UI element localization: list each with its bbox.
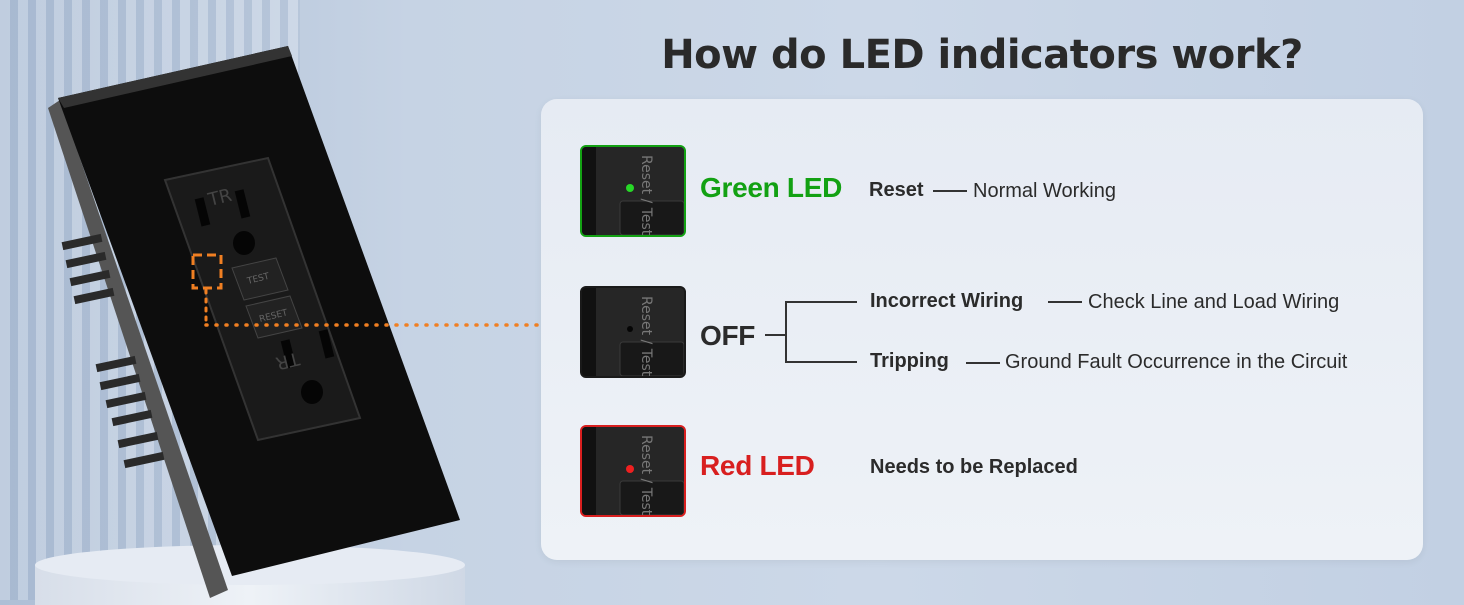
- off-led-thumbnail: Reset / Test: [580, 286, 686, 378]
- off-label: OFF: [700, 320, 756, 351]
- green-led-label: Green LED: [700, 172, 843, 203]
- mounting-fins: [61, 233, 165, 469]
- incorrect-wiring-status: Incorrect Wiring: [870, 290, 1024, 312]
- needs-replaced-text: Needs to be Replaced: [870, 456, 1078, 478]
- thumb-label: Reset / Test: [638, 155, 654, 235]
- branch-bottom: [785, 361, 857, 363]
- page-title: How do LED indicators work?: [661, 32, 1303, 78]
- reset-button: [245, 295, 303, 339]
- wall-plate-edge: [48, 100, 228, 598]
- dash: [966, 362, 1000, 364]
- red-led-label: Red LED: [700, 450, 815, 481]
- off-led-dot: [627, 326, 633, 332]
- green-led-dot: [626, 184, 634, 192]
- reset-status: Reset: [869, 179, 924, 201]
- red-led-dot: [626, 465, 634, 473]
- ground-fault-text: Ground Fault Occurrence in the Circuit: [1005, 351, 1348, 373]
- tripping-status: Tripping: [870, 350, 949, 372]
- branch-stem: [765, 334, 785, 336]
- led-highlight-box: [191, 253, 223, 290]
- dash: [933, 190, 967, 192]
- branch-vertical: [785, 301, 787, 363]
- branch-top: [785, 301, 857, 303]
- test-button: [231, 257, 289, 301]
- wall-plate-highlight: [58, 46, 292, 108]
- check-wiring-text: Check Line and Load Wiring: [1088, 291, 1340, 313]
- green-led-thumbnail: Reset / Test: [580, 145, 686, 237]
- top-outlet-slots: [194, 189, 335, 404]
- svg-text:Reset / Test: Reset / Test: [638, 296, 654, 376]
- dash: [1048, 301, 1082, 303]
- receptacle-face: [163, 156, 362, 442]
- gfci-outlet-illustration: TR TR TEST RESET: [48, 46, 542, 598]
- svg-text:Reset / Test: Reset / Test: [638, 435, 654, 515]
- indicator-panel: [541, 99, 1423, 560]
- red-led-thumbnail: Reset / Test: [580, 425, 686, 517]
- normal-working-text: Normal Working: [973, 180, 1116, 202]
